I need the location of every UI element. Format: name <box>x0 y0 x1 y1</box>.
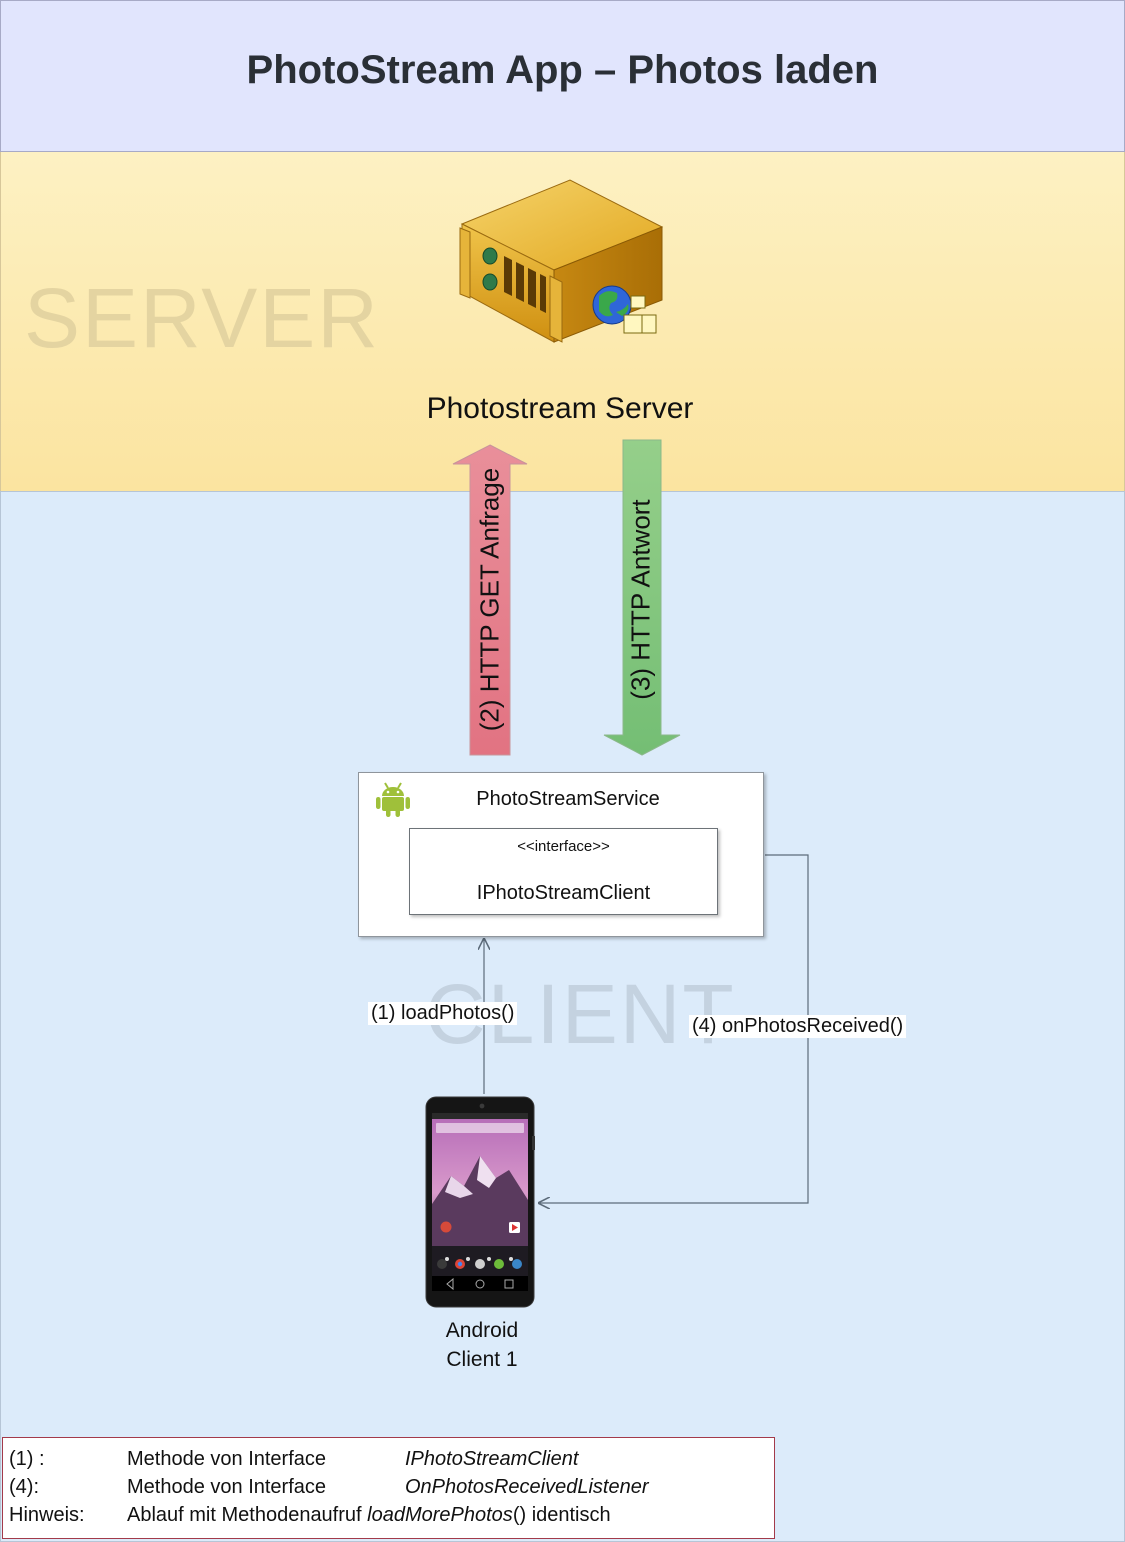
load-photos-label: (1) loadPhotos() <box>368 1002 518 1025</box>
legend-note-suffix: () identisch <box>512 1504 611 1526</box>
android-phone-icon <box>425 1096 535 1308</box>
page-title: PhotoStream App – Photos laden <box>246 48 879 92</box>
legend-key: (4): <box>9 1476 39 1498</box>
photostream-service-title: PhotoStreamService <box>476 788 660 810</box>
android-robot-icon <box>376 782 410 817</box>
interface-box <box>409 828 718 915</box>
legend-desc: Methode von Interface <box>127 1476 327 1498</box>
client-label-line1: Android <box>445 1319 519 1342</box>
legend-ref: OnPhotosReceivedListener <box>405 1476 649 1498</box>
http-response-arrow <box>603 439 681 756</box>
legend-note-method: loadMorePhotos <box>367 1504 513 1526</box>
title-band <box>0 0 1125 152</box>
legend-note-key: Hinweis: <box>9 1504 85 1526</box>
web-server-icon <box>459 179 664 343</box>
legend-note-prefix: Ablauf mit Methodenaufruf <box>127 1504 362 1526</box>
server-label: Photostream Server <box>426 392 694 425</box>
legend-desc: Methode von Interface <box>127 1448 327 1470</box>
legend-key: (1) : <box>9 1448 45 1470</box>
http-request-arrow <box>452 444 528 756</box>
interface-name: IPhotoStreamClient <box>476 882 651 904</box>
legend-note-text: Ablauf mit Methodenaufruf loadMorePhotos… <box>127 1504 611 1527</box>
client-label-line2: Client 1 <box>446 1348 518 1371</box>
legend-ref: IPhotoStreamClient <box>405 1448 579 1470</box>
interface-stereotype: <<interface>> <box>517 838 610 855</box>
client-layer-band <box>0 491 1125 1542</box>
server-layer-watermark: SERVER <box>24 271 380 365</box>
client-label: Android Client 1 <box>402 1316 562 1374</box>
on-photos-received-label: (4) onPhotosReceived() <box>689 1015 907 1038</box>
legend-box: (1) : Methode von Interface IPhotoStream… <box>2 1437 775 1539</box>
